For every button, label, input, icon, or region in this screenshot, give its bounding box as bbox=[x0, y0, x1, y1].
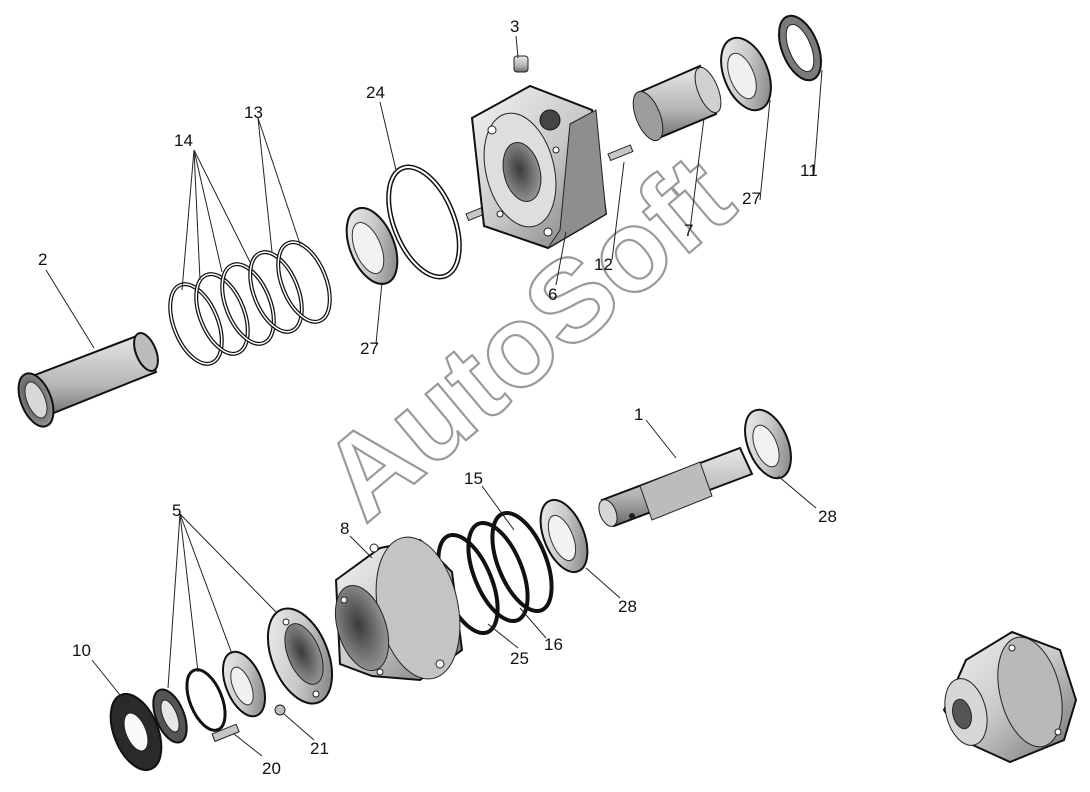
part-3-plug bbox=[513, 55, 529, 73]
label-part-13: 13 bbox=[244, 103, 263, 122]
label-part-8: 8 bbox=[340, 519, 349, 538]
label-part-20: 20 bbox=[262, 759, 281, 778]
part-5-snap-ring bbox=[185, 668, 227, 732]
part-12-pin bbox=[607, 144, 634, 162]
part-6-housing bbox=[470, 84, 608, 250]
part-labels: 2 14 13 24 3 6 12 7 27 11 27 1 28 15 28 … bbox=[38, 17, 837, 778]
part-7-sleeve bbox=[632, 64, 722, 142]
label-part-16: 16 bbox=[544, 635, 563, 654]
label-part-28-middle: 28 bbox=[618, 597, 637, 616]
label-part-27-left: 27 bbox=[360, 339, 379, 358]
o-ring-highlight bbox=[195, 273, 249, 355]
label-part-10: 10 bbox=[72, 641, 91, 660]
label-part-24: 24 bbox=[366, 83, 385, 102]
label-part-7: 7 bbox=[684, 221, 693, 240]
label-part-5: 5 bbox=[172, 501, 181, 520]
o-ring-highlight bbox=[221, 263, 275, 345]
rings-14-13 bbox=[168, 240, 332, 366]
part-28-seal-right bbox=[744, 408, 792, 480]
part-2-sleeve bbox=[17, 332, 159, 428]
part-28-seal-middle bbox=[539, 498, 589, 574]
assembled-unit-thumbnail bbox=[942, 630, 1078, 764]
part-11-ring bbox=[778, 14, 822, 82]
label-part-3: 3 bbox=[510, 17, 519, 36]
part-5-washer bbox=[152, 688, 188, 744]
part-27-bearing-left bbox=[345, 207, 399, 285]
label-part-2: 2 bbox=[38, 250, 47, 269]
label-part-28-right: 28 bbox=[818, 507, 837, 526]
label-part-21: 21 bbox=[310, 739, 329, 758]
part-5-seal bbox=[222, 650, 266, 718]
label-part-1: 1 bbox=[634, 405, 643, 424]
part-5-flange-plate bbox=[266, 607, 334, 705]
part-20-pin bbox=[211, 723, 240, 743]
label-part-11: 11 bbox=[800, 161, 818, 180]
part-1-shaft bbox=[598, 446, 754, 528]
part-10-washer bbox=[109, 693, 163, 771]
leader-lines bbox=[45, 35, 823, 757]
label-part-25: 25 bbox=[510, 649, 529, 668]
part-27-bearing-right bbox=[720, 36, 772, 112]
part-8-flange-housing bbox=[334, 536, 464, 682]
o-ring bbox=[248, 250, 304, 334]
part-21-ball bbox=[274, 704, 286, 716]
label-part-14: 14 bbox=[174, 131, 193, 150]
o-ring-highlight bbox=[169, 283, 223, 365]
o-ring-highlight bbox=[249, 251, 303, 333]
label-part-15: 15 bbox=[464, 469, 483, 488]
o-ring-highlight bbox=[277, 241, 331, 323]
label-part-12: 12 bbox=[594, 255, 613, 274]
o-ring bbox=[276, 240, 332, 324]
label-part-27-right: 27 bbox=[742, 189, 761, 208]
label-part-6: 6 bbox=[548, 285, 557, 304]
